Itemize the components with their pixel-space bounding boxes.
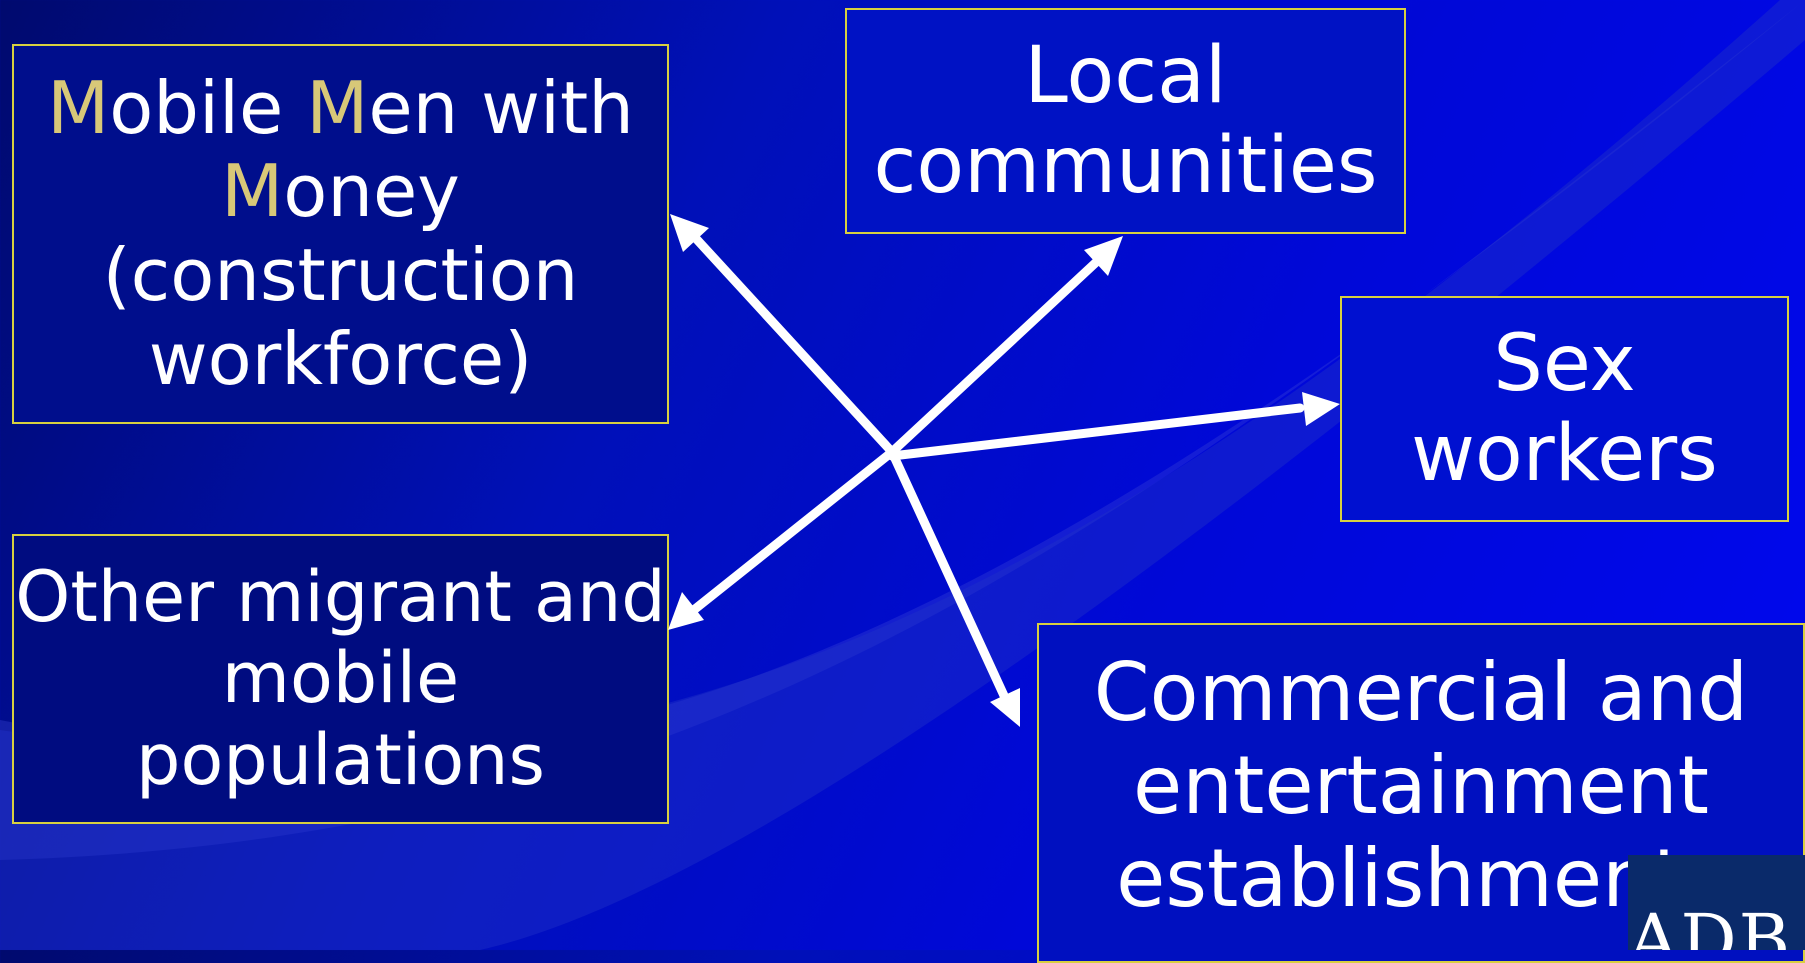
- text-segment: oney: [283, 149, 460, 234]
- sex-workers-line-2: workers: [1411, 409, 1718, 499]
- other-migrant-line-3: populations: [136, 718, 545, 801]
- mobile-men-line-4: workforce): [148, 316, 533, 401]
- other-migrant-line-2: mobile: [221, 637, 460, 720]
- arrowhead-mobile-men: [670, 214, 709, 252]
- highlight-letter-m: M: [221, 149, 284, 234]
- arrowhead-local-communities: [1084, 236, 1123, 276]
- text-segment: obile: [109, 65, 307, 150]
- other-migrant-line-1: Other migrant and: [15, 556, 666, 639]
- commercial-line-2: entertainment: [1133, 738, 1709, 832]
- highlight-letter-m: M: [306, 65, 369, 150]
- local-communities-line-2: communities: [873, 121, 1378, 211]
- local-communities-line-1: Local: [1024, 30, 1227, 121]
- highlight-letter-m: M: [47, 65, 110, 150]
- arrow-to-other-migrant: [685, 447, 897, 618]
- sex-workers-box: Sex workers: [1340, 296, 1789, 522]
- mobile-men-line-1: Mobile Men with: [47, 65, 634, 151]
- arrow-to-commercial: [887, 447, 1011, 705]
- other-migrant-populations-box: Other migrant and mobile populations: [12, 534, 669, 824]
- arrowhead-sex-workers: [1302, 392, 1340, 426]
- local-communities-box: Local communities: [845, 8, 1406, 234]
- commercial-entertainment-box: Commercial and entertainment establishme…: [1037, 623, 1805, 963]
- adb-logo: ADB: [1628, 855, 1805, 950]
- mobile-men-line-3: (construction: [102, 233, 579, 317]
- commercial-line-1: Commercial and: [1093, 646, 1749, 739]
- arrow-to-local-communities: [887, 249, 1110, 457]
- mobile-men-line-2: Money: [221, 150, 460, 234]
- text-segment: en with: [368, 65, 634, 150]
- arrowhead-other-migrant: [668, 592, 704, 630]
- sex-workers-line-1: Sex: [1493, 318, 1636, 409]
- arrow-to-mobile-men: [685, 227, 897, 457]
- arrowhead-commercial: [990, 688, 1020, 727]
- arrow-to-sex-workers: [887, 403, 1305, 461]
- mobile-men-with-money-box: Mobile Men with Money (construction work…: [12, 44, 669, 424]
- commercial-line-3: establishments: [1116, 831, 1726, 925]
- logo-text: ADB: [1628, 899, 1793, 950]
